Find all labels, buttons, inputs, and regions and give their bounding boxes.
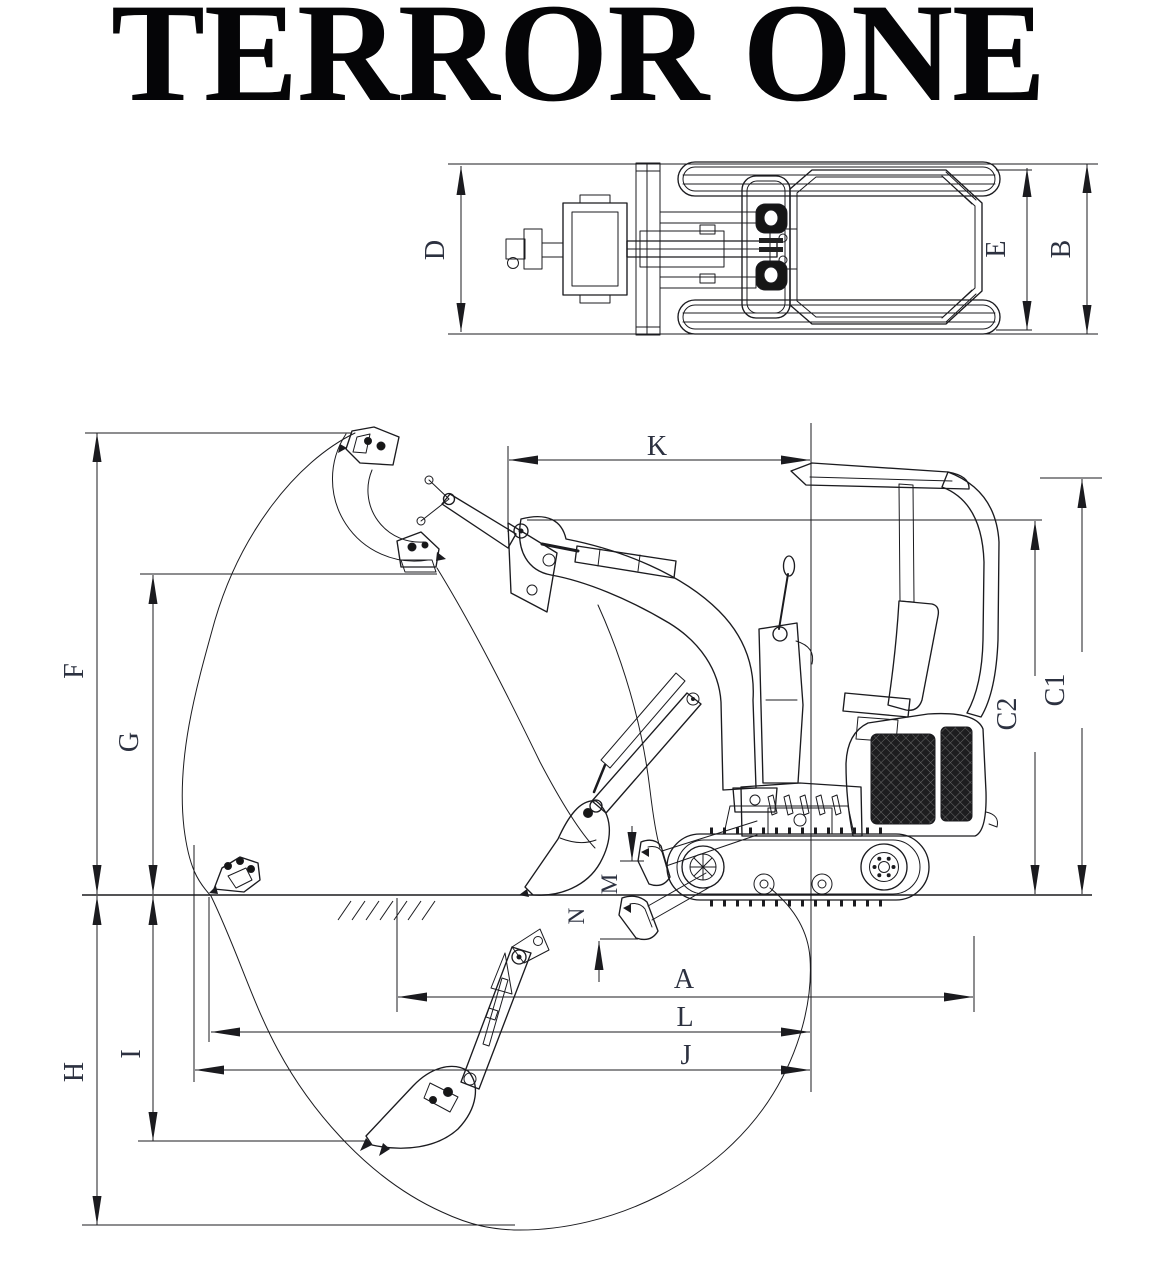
bucket-top-position-1 — [338, 426, 400, 466]
dim-G: G — [114, 573, 437, 894]
dim-N: N — [564, 907, 638, 982]
bucket-max-reach — [209, 856, 261, 894]
title-block: TERROR ONE — [111, 0, 1046, 131]
dim-label-F: F — [59, 663, 90, 679]
dim-D: D — [420, 166, 466, 332]
swing-bracket — [732, 787, 778, 813]
dim-label-J: J — [681, 1040, 692, 1071]
grille-side — [940, 726, 973, 822]
blade-raised — [637, 820, 758, 887]
grille-main — [870, 733, 936, 825]
dim-C2: C2 — [527, 519, 1042, 894]
dim-label-H: H — [59, 1062, 90, 1082]
arm-cylinder — [574, 545, 677, 579]
dim-A: A — [396, 898, 975, 1012]
dim-label-I: I — [116, 1049, 147, 1058]
rear-handle — [985, 811, 998, 828]
joystick-knob — [782, 555, 796, 577]
canopy — [790, 462, 1000, 718]
page-title: TERROR ONE — [111, 0, 1045, 131]
dim-label-C1: C1 — [1040, 674, 1071, 707]
sprocket — [860, 843, 908, 891]
dim-I: I — [116, 896, 368, 1142]
excavator-side-drawing — [209, 426, 1000, 1156]
excavator-plan-drawing — [505, 161, 1001, 336]
joystick-lever — [778, 573, 789, 630]
dim-label-K: K — [647, 431, 667, 462]
ground-hatch — [337, 900, 436, 921]
tracks-side — [666, 805, 930, 907]
dim-K: K — [507, 423, 812, 1092]
arm-raised — [416, 475, 517, 549]
dim-F: F — [59, 432, 352, 894]
tracks-plan — [677, 161, 1001, 335]
dim-J: J — [193, 845, 810, 1082]
seat — [842, 600, 940, 743]
top-view: D E B — [420, 161, 1098, 336]
arm-mid-position — [519, 672, 702, 897]
dim-label-M: M — [597, 874, 622, 894]
mainframe-plan — [741, 175, 791, 319]
bucket-plan — [505, 194, 628, 304]
dim-label-C2: C2 — [992, 698, 1023, 731]
dim-E: E — [981, 168, 1032, 330]
ground-line — [82, 894, 1092, 921]
dim-label-L: L — [676, 1002, 693, 1033]
bucket-mid — [524, 800, 611, 896]
dim-B: B — [1046, 164, 1092, 334]
side-view: F G H I — [59, 423, 1102, 1231]
control-console — [758, 555, 814, 784]
dim-C1: C1 — [1040, 477, 1102, 894]
dim-H: H — [59, 896, 515, 1226]
dim-M: M — [597, 826, 644, 894]
arm-deep-position — [360, 928, 550, 1156]
working-range-envelope — [181, 432, 811, 1231]
dim-label-N: N — [564, 907, 589, 924]
dim-label-E: E — [981, 240, 1012, 257]
dim-label-G: G — [114, 732, 145, 752]
dim-label-D: D — [420, 240, 451, 260]
canopy-plan — [789, 169, 983, 325]
dim-label-B: B — [1046, 240, 1077, 259]
bucket-top-position-2 — [396, 531, 446, 573]
deck — [740, 782, 863, 837]
engine-hood — [845, 712, 998, 837]
bucket-deep — [365, 1065, 477, 1149]
dim-L: L — [208, 897, 810, 1042]
dim-label-A: A — [674, 964, 695, 995]
front-idler — [681, 845, 725, 889]
boom — [507, 515, 778, 813]
